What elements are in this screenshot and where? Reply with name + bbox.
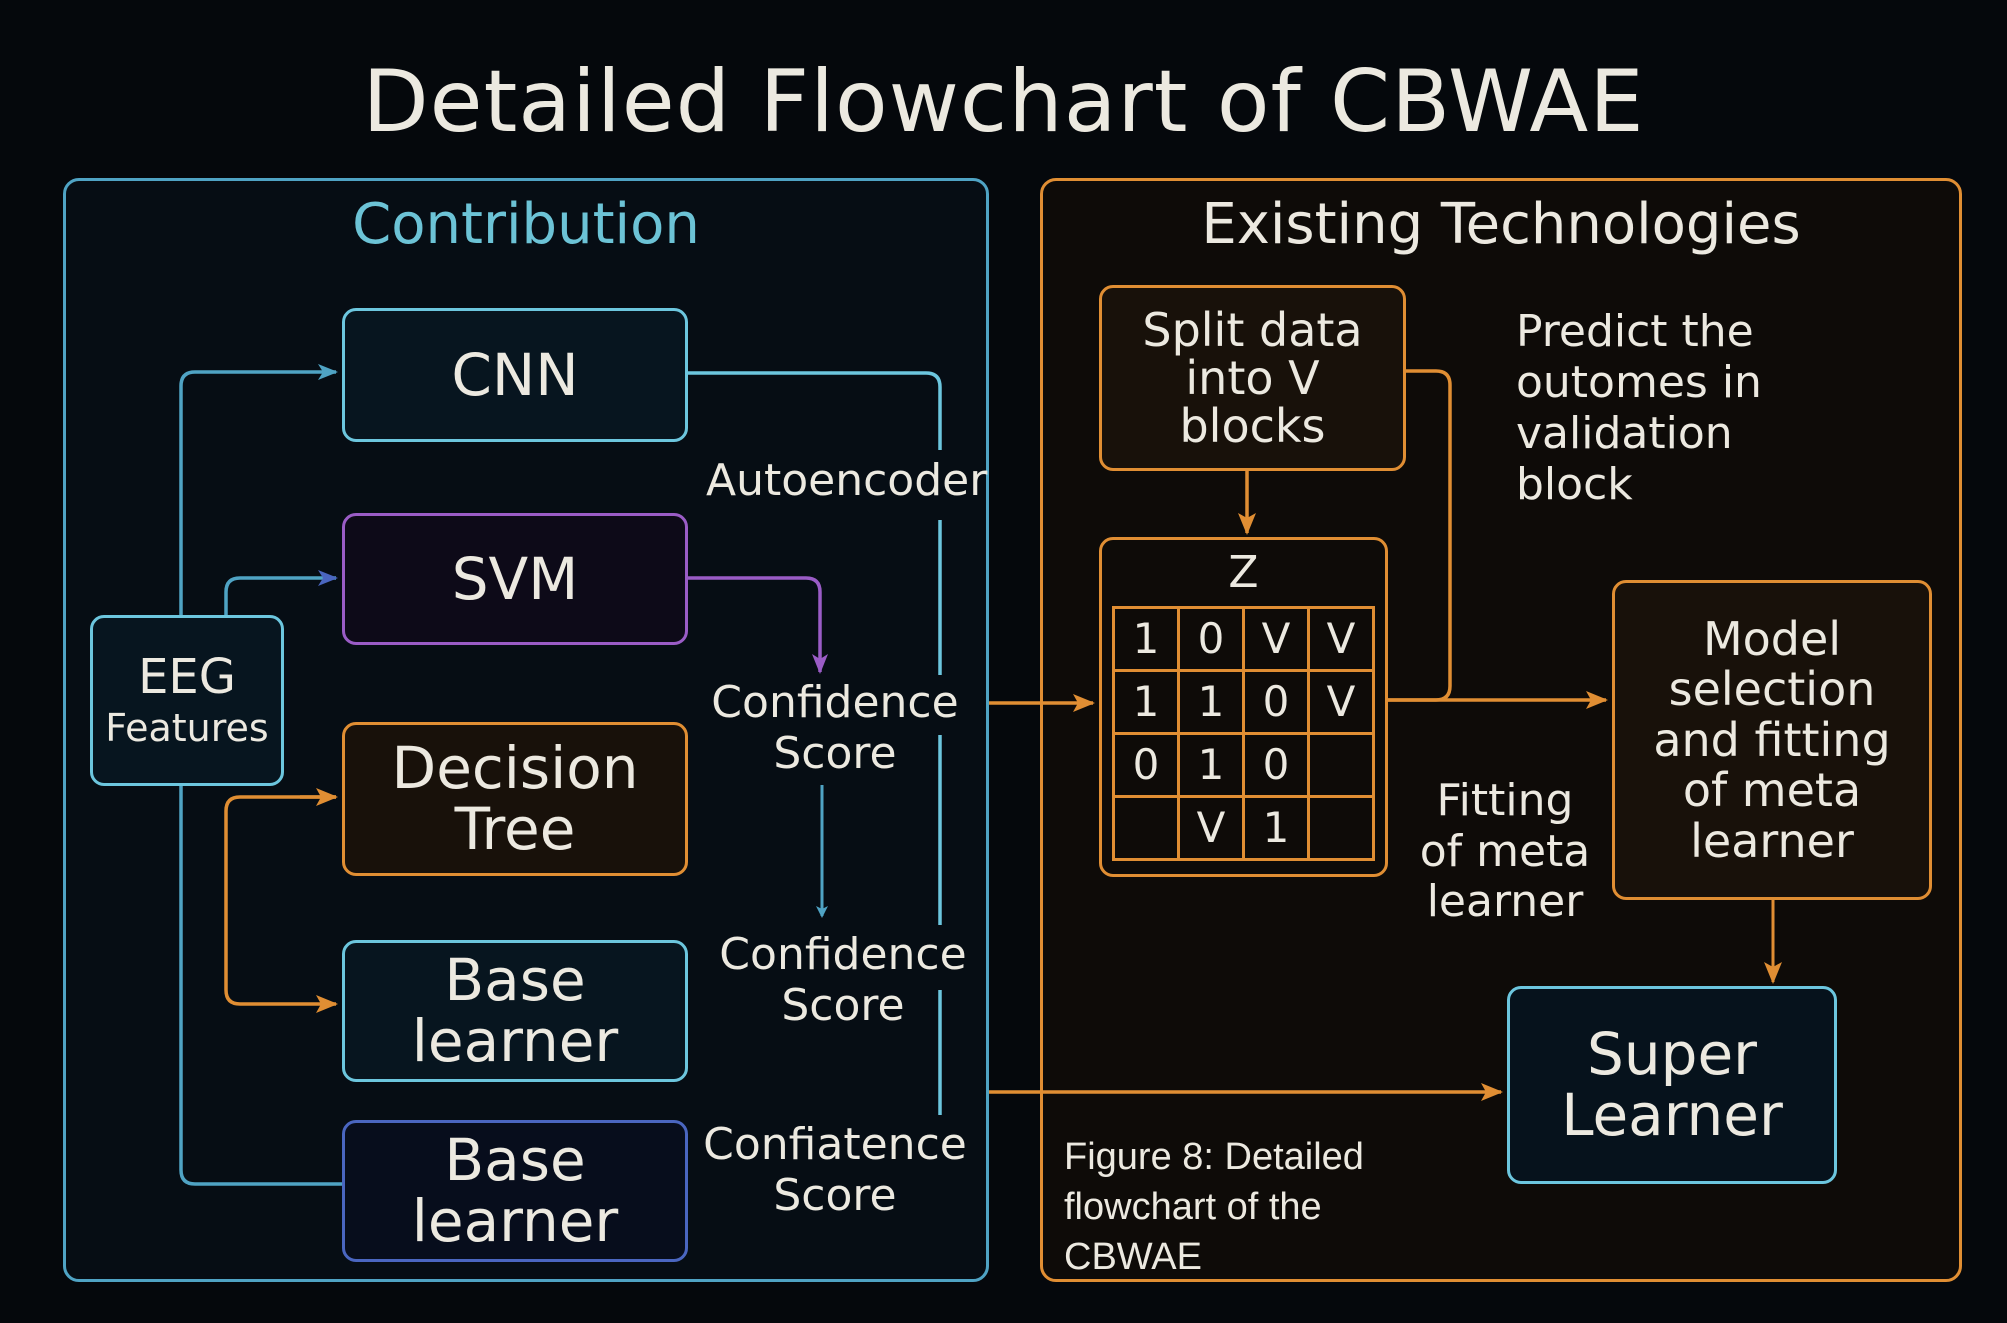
edge-eeg-cnn: [179, 364, 338, 615]
edge-decision-tree-bracket: [224, 795, 338, 1013]
matrix-cell: 1: [1112, 669, 1180, 736]
split-data-node[interactable]: Split data into V blocks: [1099, 285, 1406, 471]
autoencoder-label: Autoencoder: [706, 455, 988, 506]
cnn-label: CNN: [451, 340, 579, 409]
matrix-z-label: Z: [1228, 547, 1259, 598]
edge-cnn-autoencoder: [688, 371, 942, 450]
split-data-label: Split data into V blocks: [1142, 302, 1363, 454]
contribution-title: Contribution: [352, 192, 700, 257]
edge-svm-confidence: [688, 576, 828, 674]
matrix-cell: V: [1307, 669, 1375, 736]
page-title: Detailed Flowchart of CBWAE: [362, 52, 1645, 152]
matrix-cell: V: [1177, 795, 1245, 862]
matrix-cell: 0: [1177, 606, 1245, 673]
base-learner-2-label: Base learner: [411, 1126, 619, 1255]
confidence-score-3-label: Confiatence Score: [703, 1119, 967, 1221]
decision-tree-node[interactable]: Decision Tree: [342, 722, 688, 876]
model-selection-label: Model selection and fitting of meta lear…: [1653, 611, 1891, 868]
matrix-cell: V: [1307, 606, 1375, 673]
matrix-cell: [1112, 795, 1180, 862]
svm-label: SVM: [451, 544, 579, 613]
model-selection-node[interactable]: Model selection and fitting of meta lear…: [1612, 580, 1932, 900]
figure-caption: Figure 8: Detailed flowchart of the CBWA…: [1064, 1136, 1364, 1279]
features-label: Features: [105, 705, 269, 750]
base-learner-2-node[interactable]: Base learner: [342, 1120, 688, 1262]
matrix-cell: 0: [1112, 732, 1180, 799]
matrix-cell: 1: [1177, 669, 1245, 736]
confidence-score-2-label: Confidence Score: [719, 929, 967, 1031]
matrix-cell: 0: [1242, 732, 1310, 799]
existing-technologies-title: Existing Technologies: [1201, 192, 1801, 257]
cnn-node[interactable]: CNN: [342, 308, 688, 442]
matrix-cell: 1: [1177, 732, 1245, 799]
matrix-cell: 1: [1242, 795, 1310, 862]
eeg-features-node[interactable]: EEG Features: [90, 615, 284, 786]
edge-eeg-base2: [179, 786, 342, 1186]
super-learner-label: Super Learner: [1561, 1020, 1783, 1149]
predict-outcomes-note: Predict the outomes in validation block: [1516, 306, 1762, 511]
decision-tree-label: Decision Tree: [391, 734, 639, 863]
base-learner-1-node[interactable]: Base learner: [342, 940, 688, 1082]
matrix-cell: 1: [1112, 606, 1180, 673]
fitting-meta-learner-note: Fitting of meta learner: [1419, 775, 1591, 928]
matrix-cell: [1307, 732, 1375, 799]
confidence-score-1-label: Confidence Score: [711, 677, 959, 779]
matrix-cell: V: [1242, 606, 1310, 673]
matrix-cell: 0: [1242, 669, 1310, 736]
matrix-cell: [1307, 795, 1375, 862]
base-learner-1-label: Base learner: [411, 946, 619, 1075]
eeg-label: EEG: [138, 649, 236, 706]
svm-node[interactable]: SVM: [342, 513, 688, 645]
edge-eeg-svm: [224, 570, 338, 615]
super-learner-node[interactable]: Super Learner: [1507, 986, 1837, 1184]
